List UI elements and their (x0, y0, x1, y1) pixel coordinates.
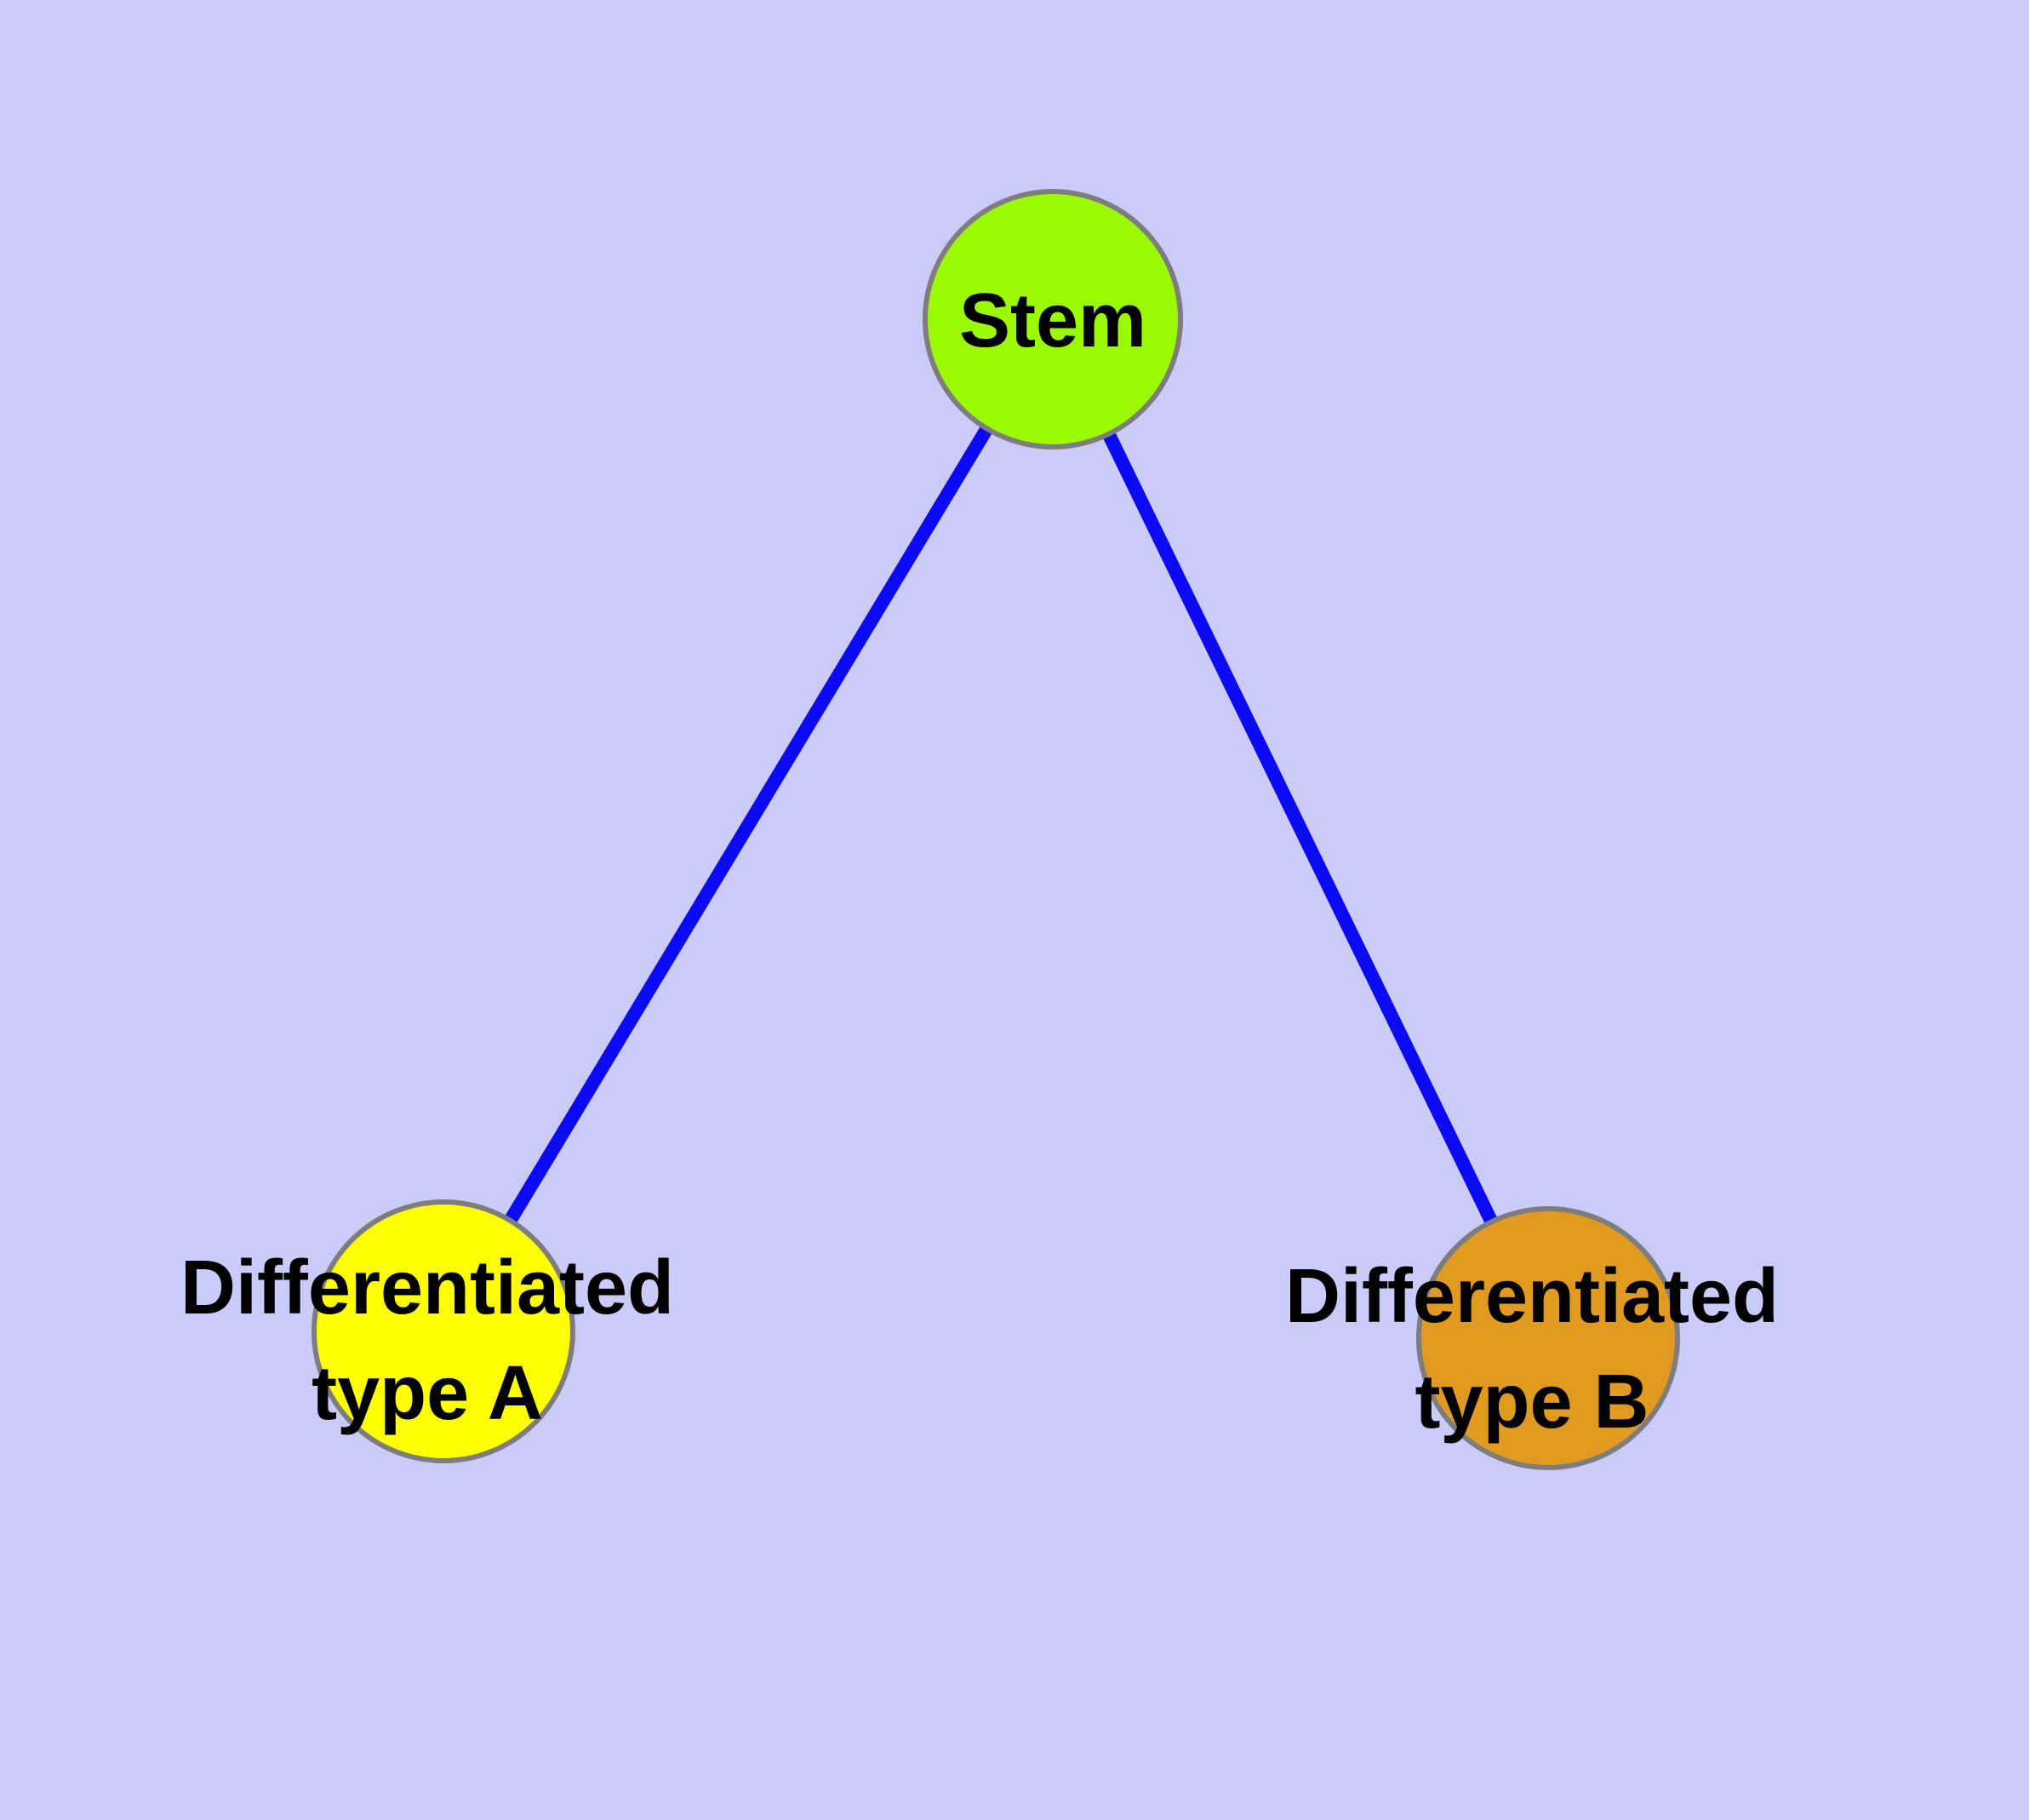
node-differentiated-type-b (1416, 1206, 1680, 1470)
edge-stem-to-type-a (437, 315, 1059, 1336)
node-type-b-label-line1: Differentiated (1285, 1254, 1779, 1339)
node-stem-label: Stem (959, 278, 1146, 363)
node-type-b-label-line2: type B (1415, 1359, 1649, 1445)
node-differentiated-type-a (311, 1199, 575, 1463)
node-stem (923, 189, 1183, 449)
node-type-a-label-line2: type A (311, 1351, 543, 1436)
node-type-a-label-line1: Differentiated (180, 1245, 674, 1331)
edge-stem-to-type-b (1046, 316, 1555, 1342)
